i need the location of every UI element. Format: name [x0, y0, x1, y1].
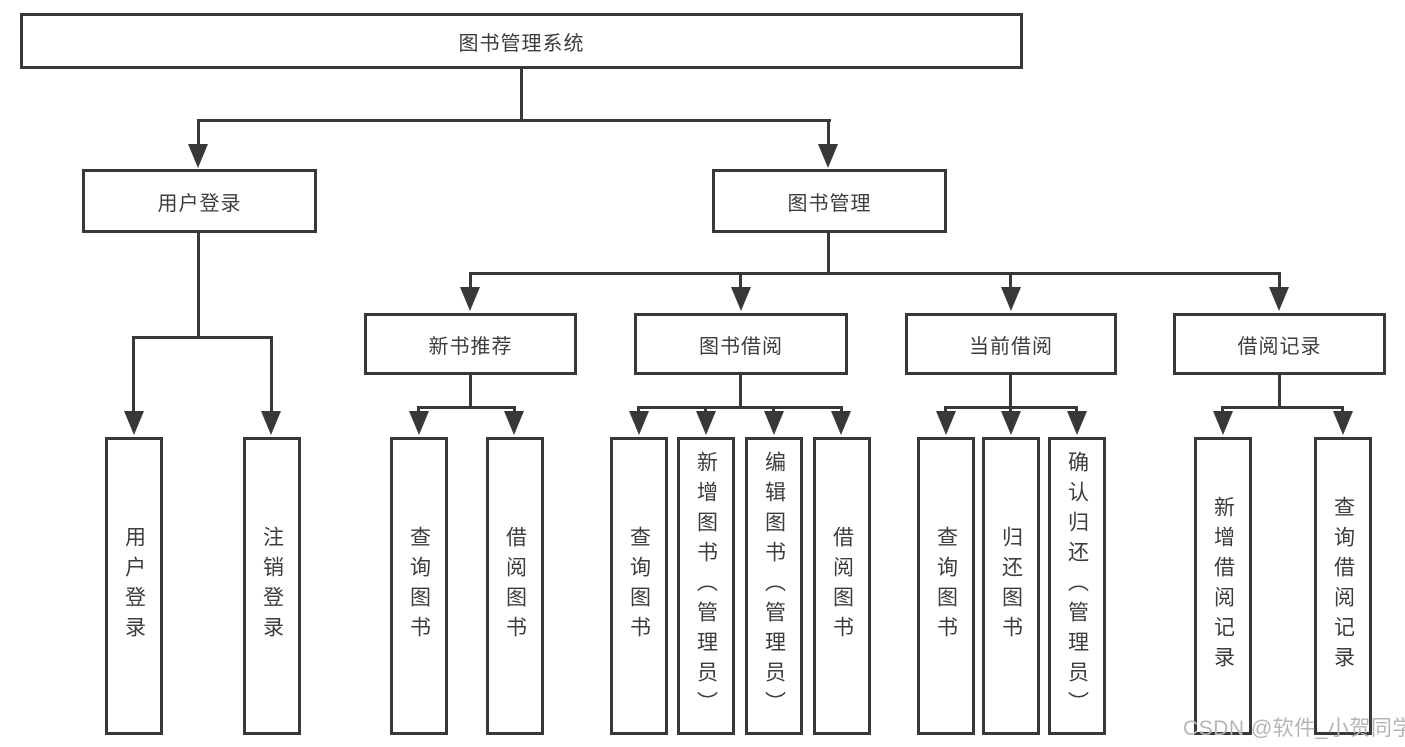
node-label: 当前借阅	[969, 335, 1053, 358]
leaf-label: 新增借阅记录	[1211, 496, 1235, 676]
leaf-user-login: 用户登录	[105, 437, 163, 735]
connector-drop	[270, 336, 273, 416]
leaf-br-query-record: 查询借阅记录	[1314, 437, 1372, 735]
connector-drop	[1009, 272, 1012, 292]
arrow-down-icon	[831, 411, 851, 435]
node-root: 图书管理系统	[20, 13, 1023, 69]
leaf-cb-query-books: 查询图书	[917, 437, 975, 735]
connector-login-stub	[197, 231, 200, 338]
connector-group-stub	[469, 374, 472, 408]
node-label: 图书管理	[787, 192, 872, 215]
node-label: 借阅记录	[1237, 335, 1322, 358]
leaf-label: 查询借阅记录	[1331, 496, 1355, 676]
leaf-label: 用户登录	[122, 526, 146, 646]
leaf-label: 借阅图书	[503, 526, 527, 646]
node-label: 新书推荐	[428, 335, 513, 358]
leaf-cb-return-books: 归还图书	[982, 437, 1040, 735]
connector-login-hline	[132, 336, 273, 339]
leaf-label: 确认归还（管理员）	[1065, 451, 1089, 721]
connector-drop	[827, 119, 830, 149]
arrow-down-icon	[1333, 411, 1353, 435]
connector-drop	[469, 272, 472, 292]
arrow-down-icon	[124, 411, 144, 435]
connector-drop	[132, 336, 135, 416]
arrow-down-icon	[936, 411, 956, 435]
arrow-down-icon	[504, 411, 524, 435]
arrow-down-icon	[1213, 411, 1233, 435]
arrow-down-icon	[629, 411, 649, 435]
connector-group-stub	[1009, 374, 1012, 408]
connector-mgmt-stub	[827, 231, 830, 274]
leaf-label: 查询图书	[934, 526, 958, 646]
arrow-down-icon	[731, 287, 751, 311]
node-borrow-records: 借阅记录	[1173, 313, 1386, 375]
connector-group-hline	[1222, 406, 1344, 409]
connector-drop	[739, 272, 742, 292]
csdn-watermark: CSDN @软件_小贺同学	[1183, 717, 1405, 740]
leaf-label: 编辑图书（管理员）	[762, 451, 786, 721]
node-label: 图书借阅	[699, 335, 783, 358]
arrow-down-icon	[409, 411, 429, 435]
connector-group-stub	[739, 374, 742, 408]
leaf-cb-confirm-return-admin: 确认归还（管理员）	[1048, 437, 1106, 735]
node-book-mgmt-branch: 图书管理	[712, 169, 947, 233]
arrow-down-icon	[1001, 411, 1021, 435]
node-label: 用户登录	[157, 192, 242, 215]
node-new-book-rec: 新书推荐	[364, 313, 577, 375]
leaf-label: 查询图书	[407, 526, 431, 646]
arrow-down-icon	[1001, 287, 1021, 311]
leaf-nb-query-books: 查询图书	[390, 437, 448, 735]
leaf-bb-add-books-admin: 新增图书（管理员）	[677, 437, 735, 735]
leaf-bb-query-books: 查询图书	[610, 437, 668, 735]
arrow-down-icon	[460, 287, 480, 311]
arrow-down-icon	[188, 144, 208, 168]
leaf-label: 新增图书（管理员）	[694, 451, 718, 721]
node-user-login-branch: 用户登录	[82, 169, 317, 233]
arrow-down-icon	[261, 411, 281, 435]
leaf-label: 查询图书	[627, 526, 651, 646]
leaf-label: 归还图书	[999, 526, 1023, 646]
connector-drop	[1278, 272, 1281, 292]
leaf-logout: 注销登录	[243, 437, 301, 735]
connector-drop	[197, 119, 200, 149]
connector-mgmt-hline	[469, 272, 1281, 275]
connector-root-stub	[520, 67, 523, 121]
leaf-nb-borrow-books: 借阅图书	[486, 437, 544, 735]
arrow-down-icon	[696, 411, 716, 435]
arrow-down-icon	[1269, 287, 1289, 311]
connector-root-hline	[197, 119, 831, 122]
node-root-label: 图书管理系统	[458, 32, 585, 55]
connector-group-hline	[418, 406, 516, 409]
node-book-borrow: 图书借阅	[634, 313, 848, 375]
arrow-down-icon	[1067, 411, 1087, 435]
leaf-br-add-record: 新增借阅记录	[1194, 437, 1252, 735]
node-current-borrow: 当前借阅	[905, 313, 1117, 375]
connector-group-hline	[638, 406, 842, 409]
leaf-label: 借阅图书	[830, 526, 854, 646]
leaf-label: 注销登录	[260, 526, 284, 646]
arrow-down-icon	[764, 411, 784, 435]
connector-group-stub	[1278, 374, 1281, 408]
arrow-down-icon	[818, 144, 838, 168]
leaf-bb-borrow-books: 借阅图书	[813, 437, 871, 735]
leaf-bb-edit-books-admin: 编辑图书（管理员）	[745, 437, 803, 735]
